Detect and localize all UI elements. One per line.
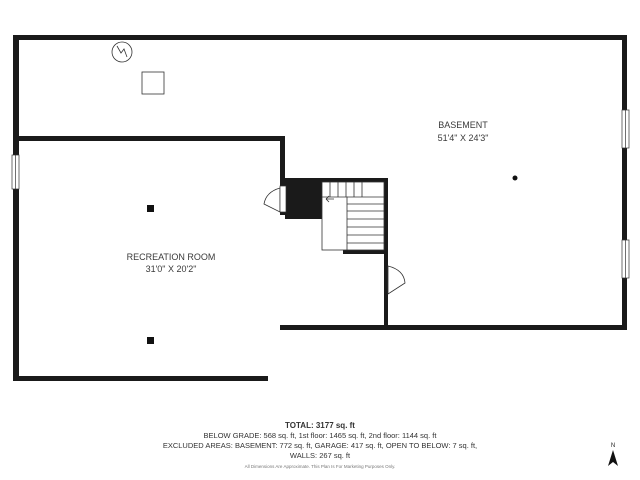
interior-wall-stair-top xyxy=(285,178,388,182)
window-stair xyxy=(279,185,287,213)
excluded-areas: EXCLUDED AREAS: BASEMENT: 772 sq. ft, GA… xyxy=(162,441,478,450)
recreation-dims: 31'0" X 20'2" xyxy=(146,264,197,274)
north-arrow-icon: N xyxy=(608,443,618,466)
interior-wall-top xyxy=(19,136,285,141)
disclaimer: All Dimensions Are Approximate. This Pla… xyxy=(244,464,396,469)
recreation-name: RECREATION ROOM xyxy=(127,252,216,262)
water-heater-icon xyxy=(111,41,133,63)
interior-wall-stair-left xyxy=(280,141,285,215)
basement-name: BASEMENT xyxy=(438,120,488,130)
basement-post-icon xyxy=(512,175,518,181)
exterior-walls xyxy=(13,35,627,381)
recreation-floor-south xyxy=(19,254,263,376)
floor-plan: BASEMENT 51'4" X 24'3" RECREATION ROOM 3… xyxy=(11,35,630,381)
door-stair xyxy=(263,187,281,213)
interior-wall-stair-base xyxy=(343,250,388,254)
door-basement xyxy=(387,265,406,295)
total-area: TOTAL: 3177 sq. ft xyxy=(285,421,355,430)
interior-wall-stair-bottom xyxy=(285,215,343,219)
window-east-upper xyxy=(621,109,630,149)
interior-wall-right xyxy=(384,178,388,325)
furnace-icon xyxy=(141,71,165,95)
basement-dims: 51'4" X 24'3" xyxy=(438,133,489,143)
walls-area: WALLS: 267 sq. ft xyxy=(289,451,351,460)
window-west xyxy=(11,154,20,190)
basement-floor-mid xyxy=(285,136,388,178)
recreation-post-icon-1 xyxy=(147,205,154,212)
stairs xyxy=(321,181,385,251)
basement-floor xyxy=(19,40,622,136)
window-east-lower xyxy=(621,239,630,279)
recreation-post-icon-2 xyxy=(147,337,154,344)
north-label: N xyxy=(611,443,615,449)
area-breakdown: BELOW GRADE: 568 sq. ft, 1st floor: 1465… xyxy=(203,431,437,440)
basement-floor-east xyxy=(388,136,622,325)
